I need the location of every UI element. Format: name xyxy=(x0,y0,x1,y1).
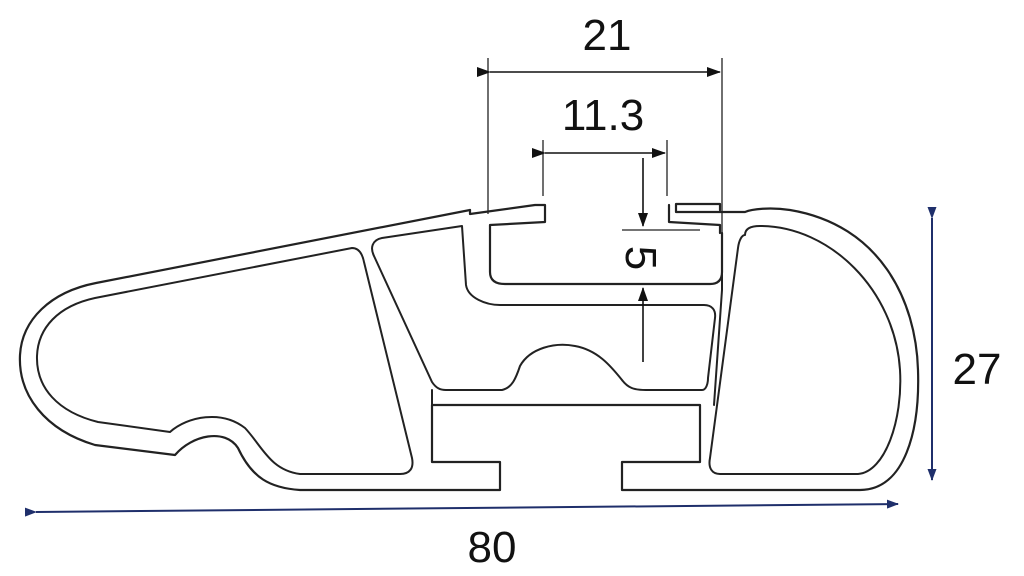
dimension-overall-height: 27 xyxy=(927,207,1002,481)
label-80: 80 xyxy=(468,523,517,572)
right-chamber xyxy=(708,225,902,475)
label-5: 5 xyxy=(616,246,665,270)
slot-left-lip xyxy=(468,203,547,235)
slot-right-lip xyxy=(667,203,722,235)
label-27: 27 xyxy=(953,345,1002,394)
t-slot-channel xyxy=(488,231,724,286)
dimension-slot-outer-width: 21 xyxy=(477,11,723,232)
label-11-3: 11.3 xyxy=(562,91,644,140)
dim-line-80 xyxy=(24,499,899,517)
profile-outer-contour xyxy=(18,202,920,492)
right-web xyxy=(713,232,723,406)
profile-outline xyxy=(18,202,920,492)
label-21: 21 xyxy=(583,11,632,60)
profile-chambers xyxy=(35,225,902,475)
left-chamber xyxy=(35,247,414,475)
dimension-overall-length: 80 xyxy=(24,499,899,572)
top-wall-inner xyxy=(371,225,717,391)
dimension-slot-opening-width: 11.3 xyxy=(532,91,668,196)
dimension-slot-depth: 5 xyxy=(616,158,700,362)
